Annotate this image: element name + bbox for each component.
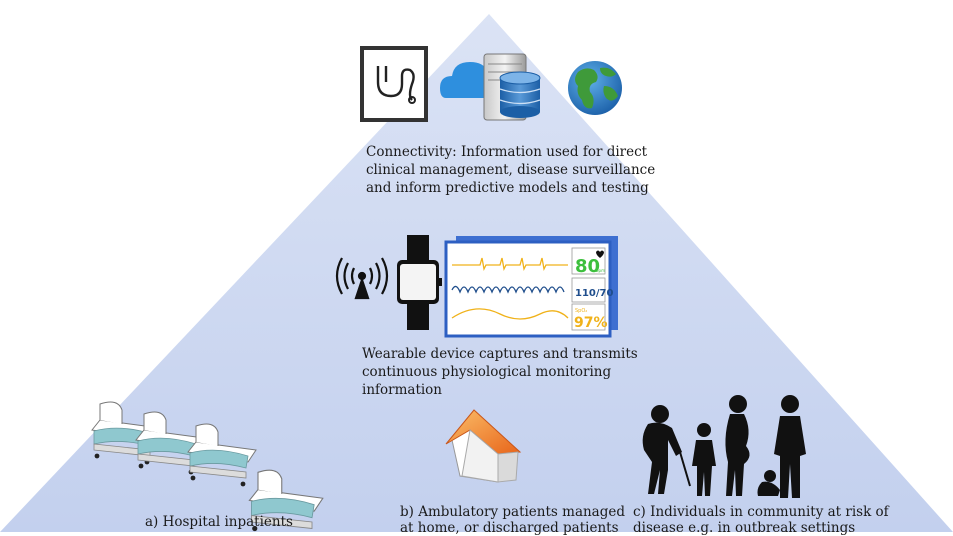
- connectivity-line: and inform predictive models and testing: [366, 180, 649, 196]
- connectivity-line: clinical management, disease surveillanc…: [366, 162, 656, 178]
- database-server-icon: [483, 53, 541, 121]
- wireless-signal-icon: [335, 257, 389, 300]
- spo2-value: 97%: [574, 315, 608, 331]
- baby-silhouette: [757, 470, 780, 496]
- smartwatch-icon: [397, 235, 442, 330]
- elderly-person-silhouette: [642, 405, 691, 494]
- heart-rate-unit: bpm: [596, 268, 605, 273]
- blood-pressure-value: 110/70: [575, 288, 613, 299]
- wearable-line: Wearable device captures and transmits: [362, 346, 638, 362]
- people-silhouettes-icon: [642, 395, 806, 498]
- ambulatory-patients-label: b) Ambulatory patients managed at home, …: [400, 504, 626, 536]
- wearable-line: continuous physiological monitoring: [362, 364, 612, 380]
- hospital-inpatients-label: a) Hospital inpatients: [145, 514, 293, 530]
- vital-signs-monitor-icon: 80 bpm 110/70 SpO₂ 97%: [444, 236, 618, 338]
- stethoscope-icon: [360, 46, 428, 122]
- man-silhouette: [774, 395, 806, 498]
- hospital-bed: [91, 401, 161, 465]
- heart-rate-value: 80: [575, 256, 600, 277]
- wearable-description: Wearable device captures and transmits c…: [362, 345, 638, 399]
- community-individuals-label: c) Individuals in community at risk of d…: [633, 504, 889, 536]
- hospital-beds-icon: [91, 401, 324, 532]
- connectivity-description: Connectivity: Information used for direc…: [366, 143, 655, 197]
- child-silhouette: [692, 423, 716, 496]
- spo2-label: SpO₂: [575, 308, 587, 314]
- hospital-bed: [187, 423, 257, 487]
- globe-icon: [568, 61, 622, 115]
- wearable-line: information: [362, 382, 443, 398]
- connectivity-line: Connectivity: Information used for direc…: [366, 144, 648, 160]
- hospital-bed: [248, 469, 324, 532]
- house-icon: [445, 409, 522, 483]
- woman-silhouette: [725, 395, 750, 496]
- hospital-bed: [135, 411, 205, 475]
